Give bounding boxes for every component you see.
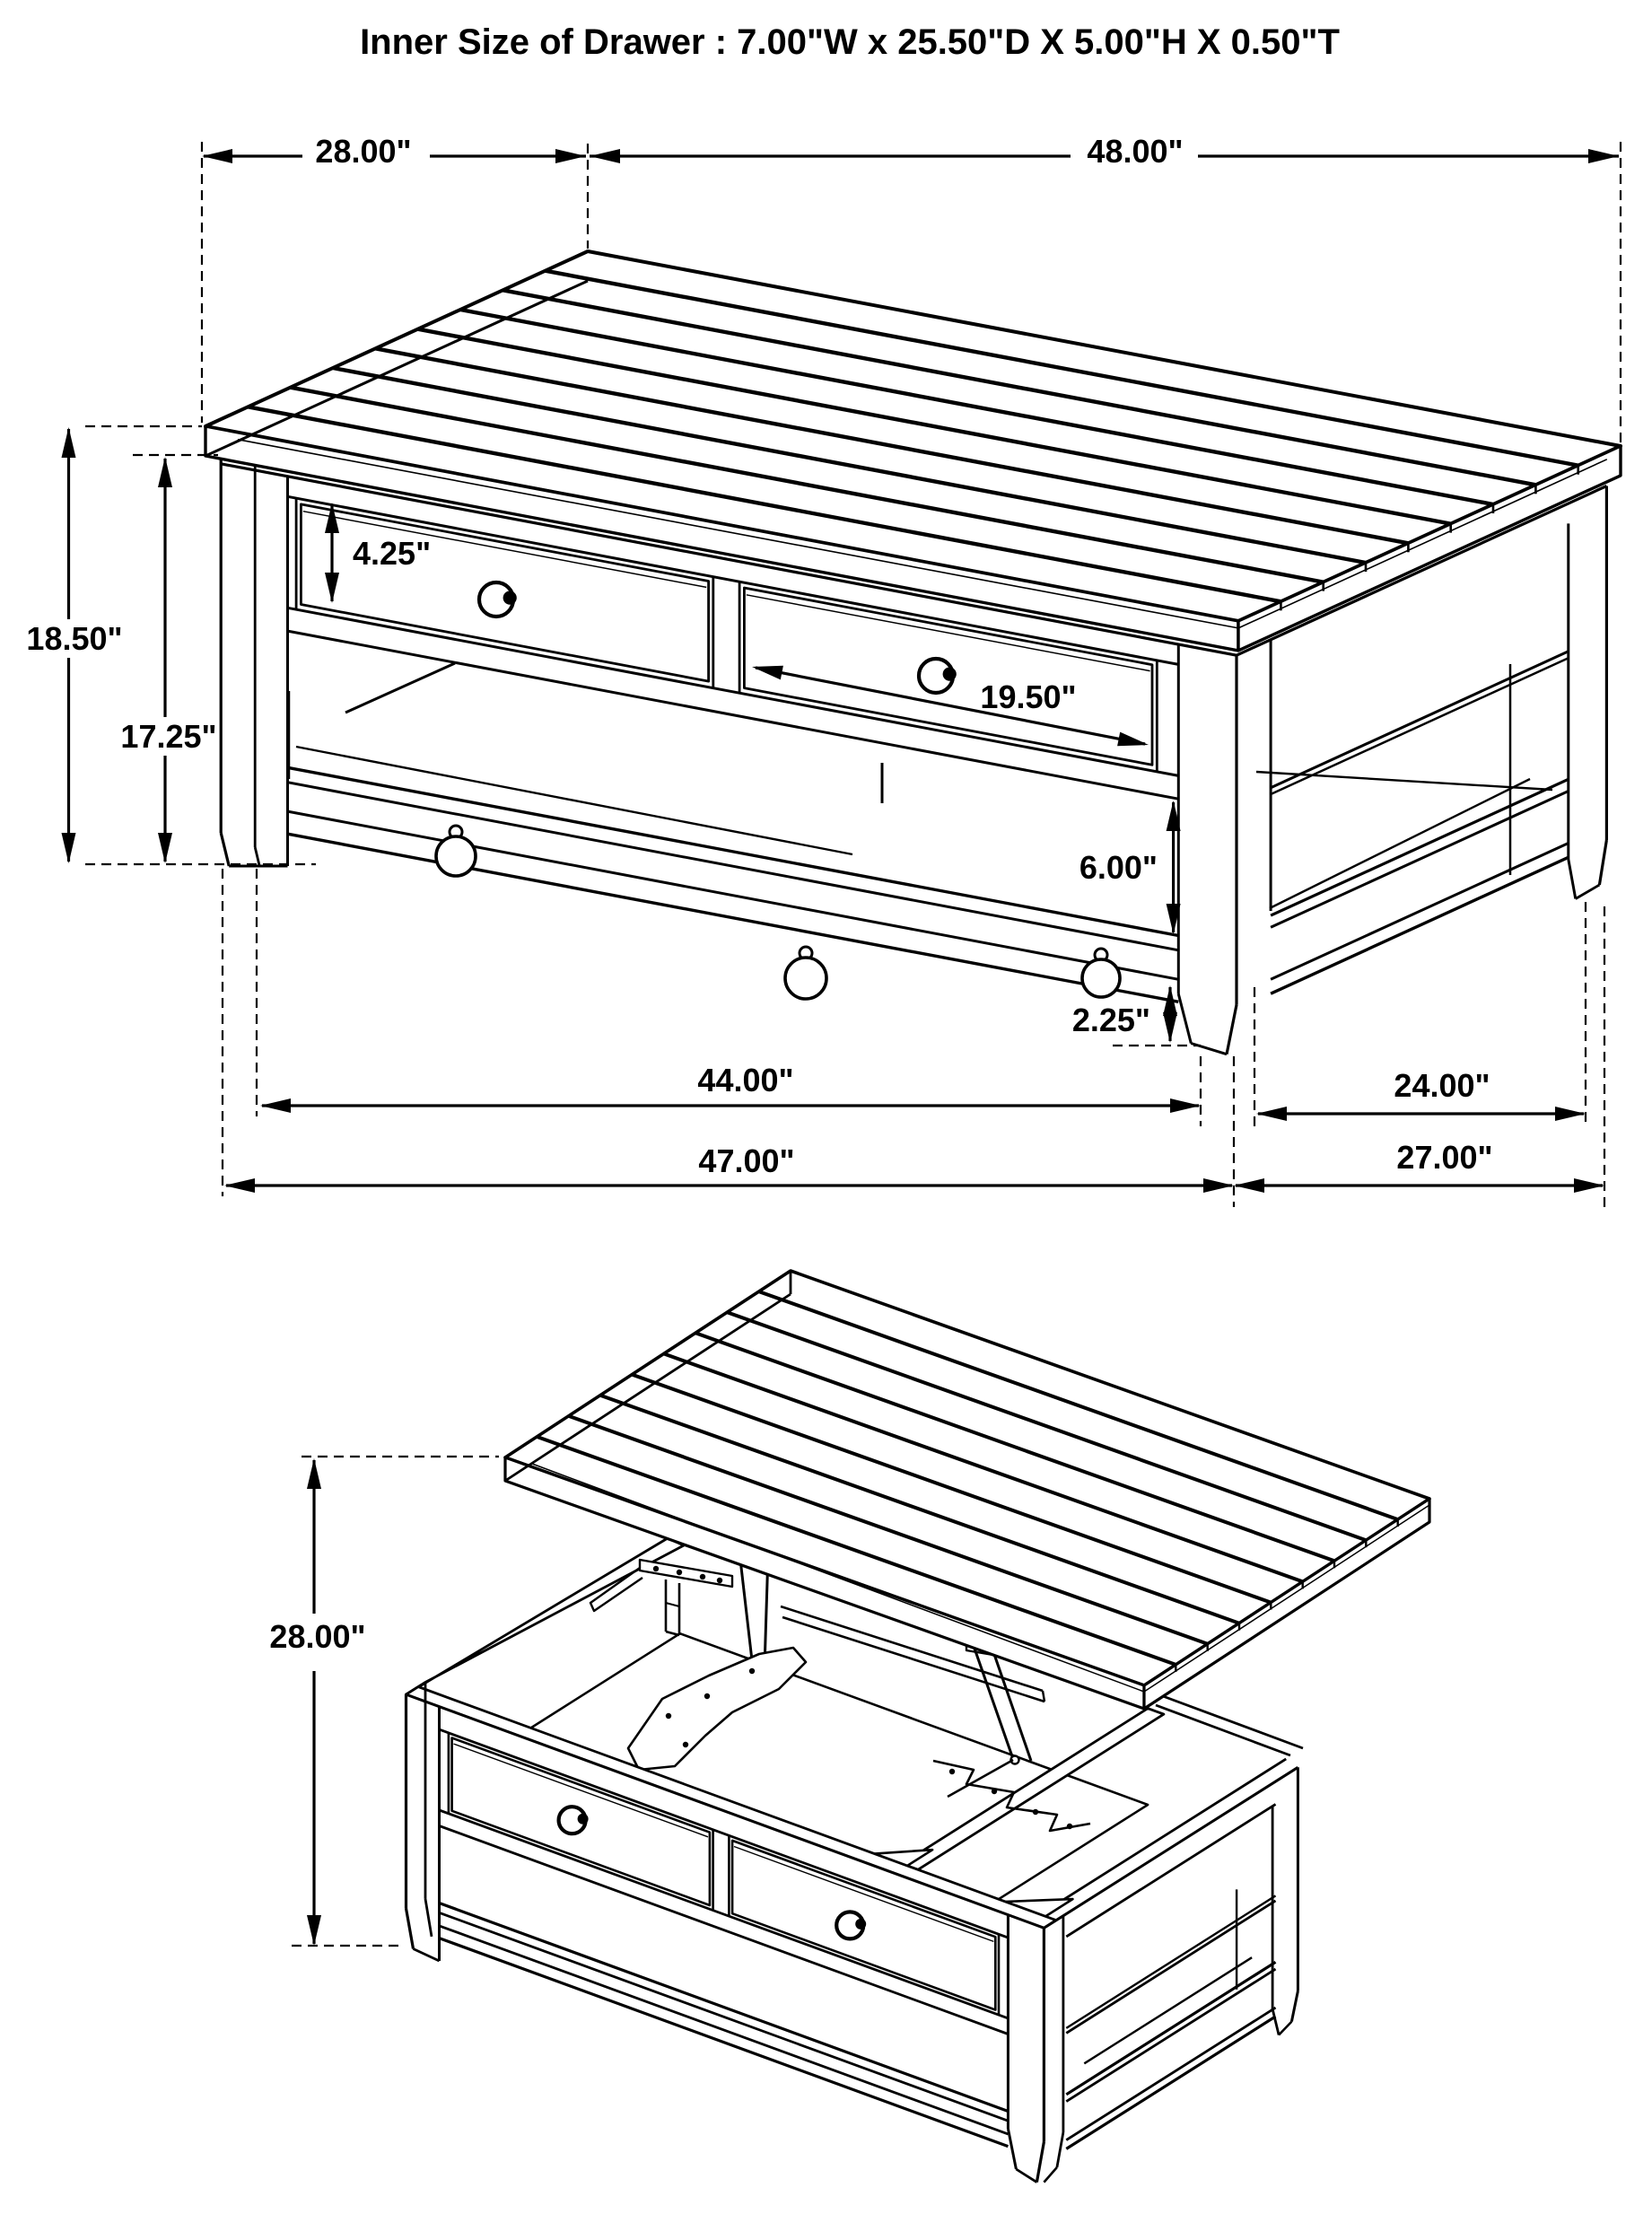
svg-text:44.00": 44.00": [697, 1062, 793, 1098]
svg-text:2.25": 2.25": [1072, 1002, 1150, 1038]
svg-text:28.00": 28.00": [315, 133, 411, 170]
svg-text:28.00": 28.00": [269, 1618, 365, 1655]
svg-text:47.00": 47.00": [698, 1142, 794, 1179]
svg-text:18.50": 18.50": [26, 620, 122, 657]
svg-text:19.50": 19.50": [980, 678, 1076, 715]
svg-text:27.00": 27.00": [1396, 1139, 1492, 1176]
svg-text:6.00": 6.00": [1079, 849, 1158, 886]
svg-text:17.25": 17.25": [120, 718, 216, 755]
svg-text:Inner Size of Drawer : 7.00"W: Inner Size of Drawer : 7.00"W x 25.50"D …: [360, 22, 1340, 62]
svg-text:24.00": 24.00": [1394, 1067, 1490, 1104]
svg-text:4.25": 4.25": [353, 535, 431, 572]
svg-text:48.00": 48.00": [1087, 133, 1183, 170]
